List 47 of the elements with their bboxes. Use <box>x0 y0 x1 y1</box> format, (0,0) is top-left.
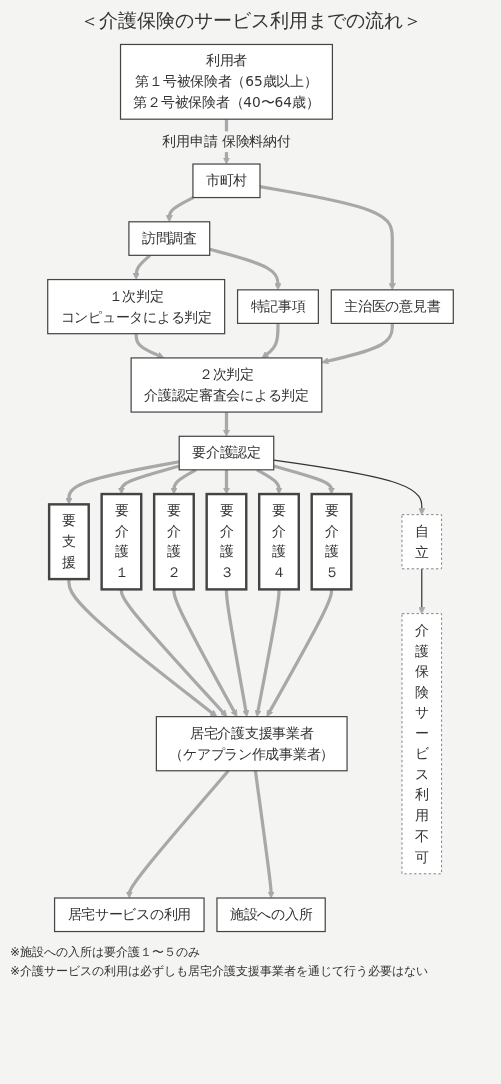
arrow <box>67 579 218 717</box>
node-box: 主治医の意見書 <box>330 289 454 324</box>
node-box: 要介護４ <box>257 492 300 591</box>
node-box: 市町村 <box>192 163 261 199</box>
node-box: ２次判定 介護認定審査会による判定 <box>130 357 323 413</box>
arrow <box>170 468 197 495</box>
node-box: 自立 <box>401 514 442 570</box>
arrow <box>119 589 228 717</box>
arrow <box>261 323 280 359</box>
node-box: １次判定 コンピュータによる判定 <box>47 278 226 335</box>
arrow <box>224 589 250 717</box>
node-box: 要介護１ <box>100 492 143 591</box>
node-box: 居宅サービスの利用 <box>53 897 205 933</box>
arrow <box>132 254 152 280</box>
footnote: ※施設への入所は要介護１〜５のみ <box>10 944 202 961</box>
node-box: 介護保険サービス利用不可 <box>401 613 442 875</box>
edge-label: 利用申請 保険料納付 <box>162 132 291 150</box>
arrow <box>254 589 281 717</box>
arrow <box>65 460 180 505</box>
node-box: 要介護認定 <box>178 435 275 471</box>
arrow <box>253 770 275 899</box>
arrow <box>256 468 283 495</box>
node-box: 居宅介護支援事業者 （ケアプラン作成事業者） <box>155 716 348 772</box>
arrow <box>222 469 230 495</box>
arrow <box>273 459 426 515</box>
node-box: 要介護３ <box>205 492 248 591</box>
arrow <box>172 589 238 717</box>
node-box: 要介護５ <box>310 492 353 591</box>
arrow <box>134 333 165 359</box>
node-box: 要支援 <box>47 503 90 581</box>
node-box: 施設への入所 <box>216 897 326 933</box>
node-box: 訪問調査 <box>128 221 211 256</box>
arrow <box>125 769 230 899</box>
arrow <box>117 464 180 495</box>
arrow <box>209 247 282 291</box>
diagram-title: ＜介護保険のサービス利用までの流れ＞ <box>78 8 423 33</box>
node-box: 特記事項 <box>236 289 319 324</box>
arrow <box>266 589 334 717</box>
arrow <box>418 568 426 614</box>
arrow <box>165 196 194 223</box>
arrow <box>321 323 394 365</box>
arrow <box>259 185 396 291</box>
node-box: 利用者 第１号被保険者（65歳以上） 第２号被保険者（40〜64歳） <box>119 43 333 120</box>
footnote: ※介護サービスの利用は必ずしも居宅介護支援事業者を通じて行う必要はない <box>10 963 430 980</box>
arrow <box>273 464 336 495</box>
node-box: 要介護２ <box>152 492 195 591</box>
arrow <box>222 412 230 437</box>
